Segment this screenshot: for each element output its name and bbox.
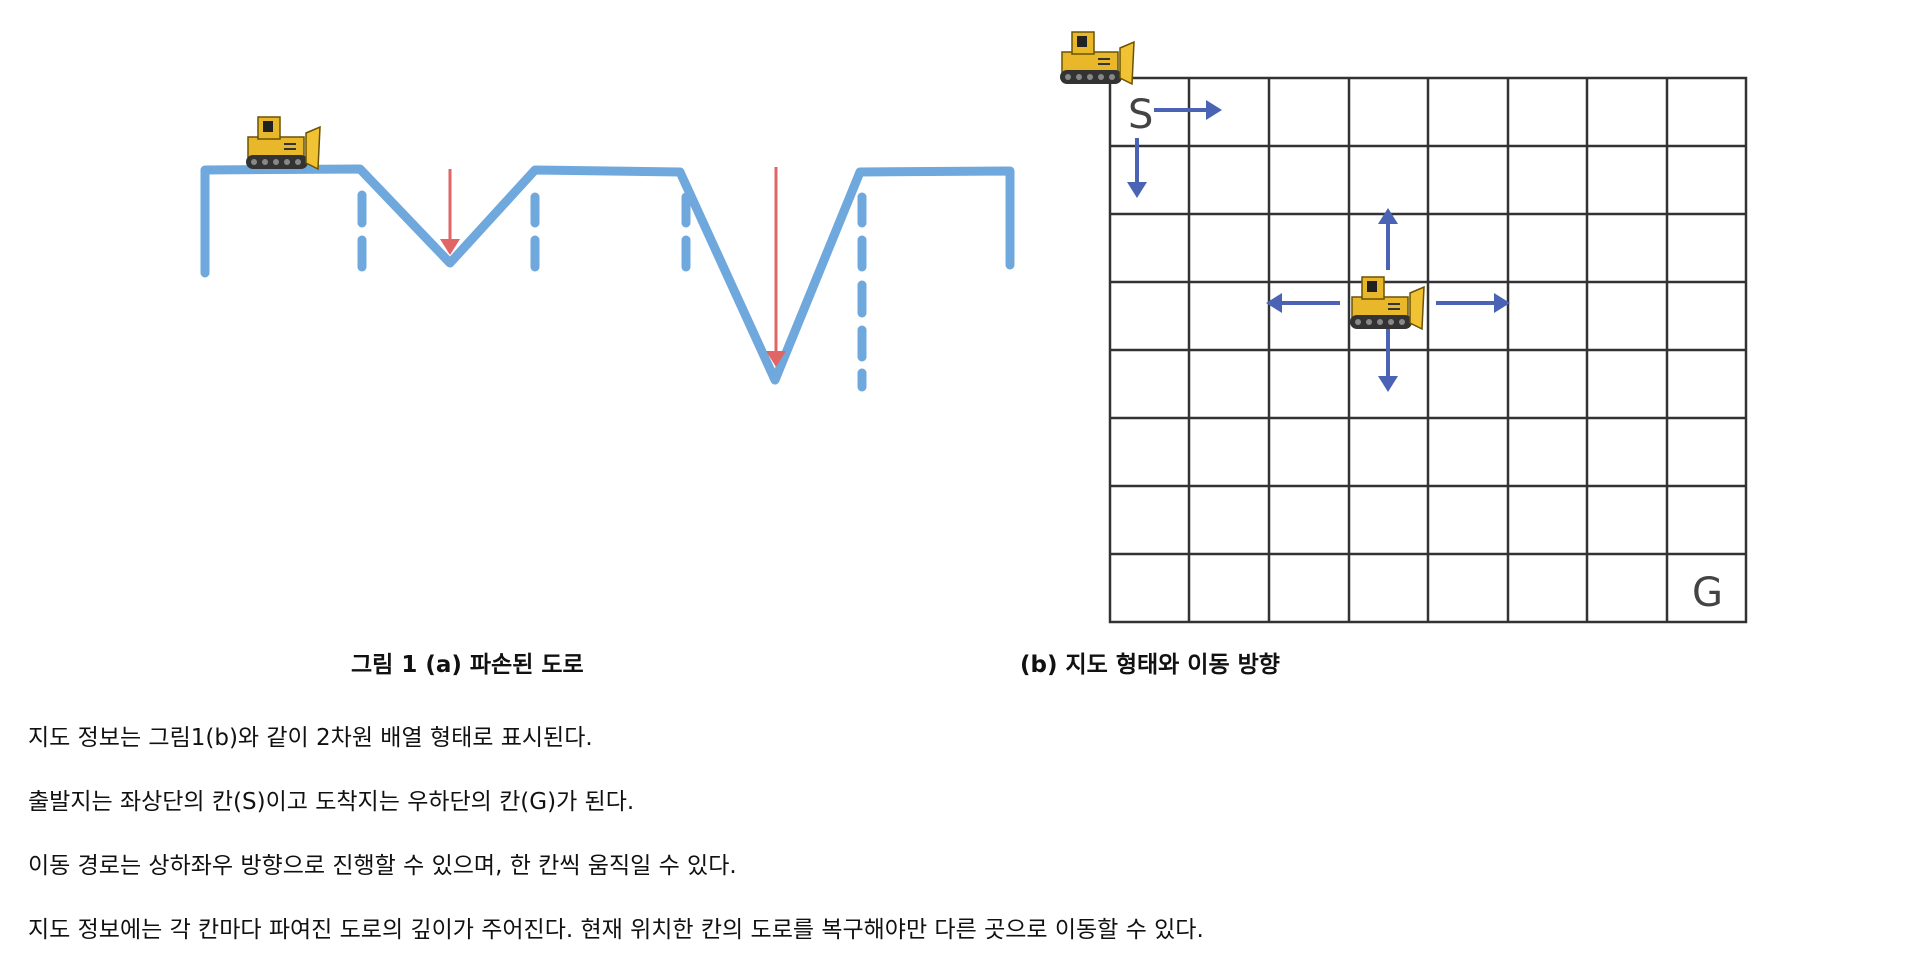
grid-map-figure: S G (1059, 31, 1748, 624)
start-label: S (1128, 92, 1153, 138)
road-dashes (200, 190, 1015, 392)
bulldozer-icon (245, 116, 321, 170)
paragraph: 출발지는 좌상단의 칸(S)이고 도착지는 우하단의 칸(G)가 된다. (28, 789, 635, 815)
damaged-road-figure (200, 116, 1015, 392)
move-arrow-down (1127, 138, 1147, 198)
move-arrow-down (1378, 328, 1398, 392)
paragraph: 지도 정보는 그림1(b)와 같이 2차원 배열 형태로 표시된다. (28, 725, 593, 751)
depth-arrow (440, 169, 460, 255)
bulldozer-icon (1059, 31, 1135, 85)
figure-a-caption: 그림 1 (a) 파손된 도로 (351, 652, 584, 678)
paragraph: 이동 경로는 상하좌우 방향으로 진행할 수 있으며, 한 칸씩 움직일 수 있… (28, 853, 737, 879)
paragraph: 지도 정보에는 각 칸마다 파여진 도로의 깊이가 주어진다. 현재 위치한 칸… (28, 917, 1204, 943)
depth-arrow (766, 167, 786, 367)
move-arrow-right (1436, 293, 1510, 313)
move-arrow-left (1266, 293, 1340, 313)
goal-label: G (1692, 570, 1723, 616)
road-line (200, 164, 1015, 385)
move-arrow-up (1378, 208, 1398, 270)
bulldozer-icon (1349, 276, 1425, 330)
move-arrow-right (1154, 100, 1222, 120)
grid (1108, 76, 1748, 624)
figure-b-caption: (b) 지도 형태와 이동 방향 (1020, 652, 1280, 678)
